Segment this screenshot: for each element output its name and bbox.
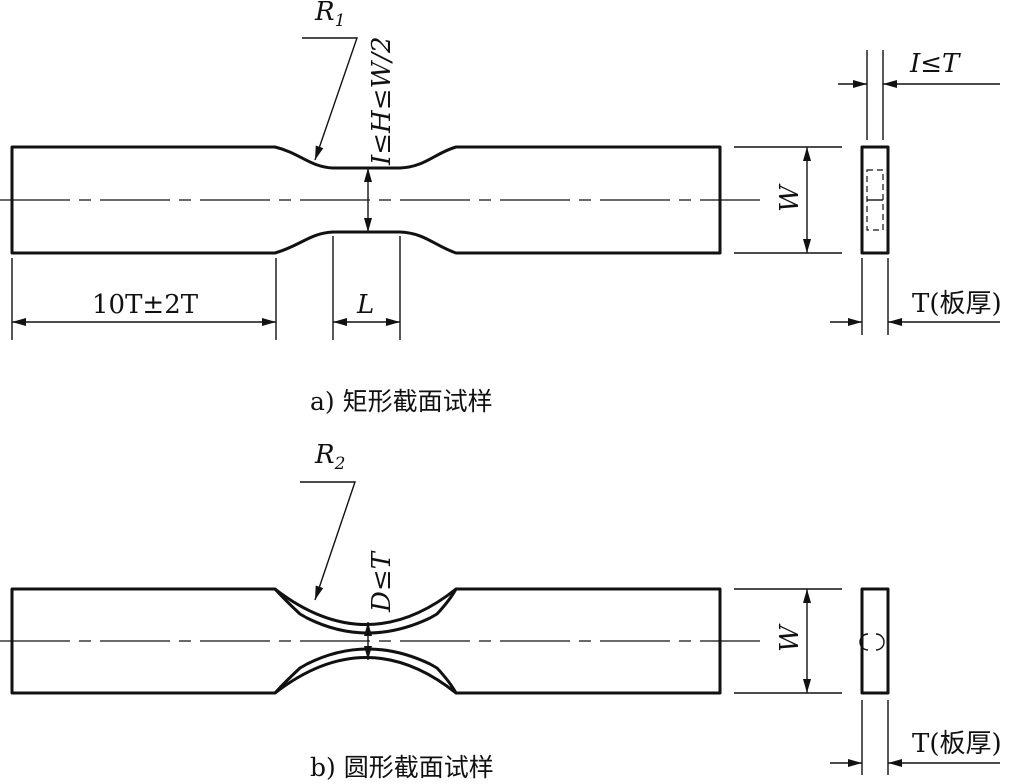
- radius-a-label: R1: [314, 0, 345, 31]
- side-view-b: [860, 587, 890, 695]
- side-view-b-circle-right: [875, 633, 885, 651]
- diameter-b-label: D≤T: [367, 550, 397, 613]
- notch-length-a-label: L: [356, 290, 374, 320]
- width-a-label: W: [775, 183, 805, 212]
- radius-b-leader: [300, 481, 356, 601]
- side-view-b-circle-left: [859, 633, 869, 651]
- length-a-label: 10T±2T: [92, 290, 199, 320]
- figure-a: R1 I≤H≤W/2 10T±2T L W I≤T: [0, 0, 1002, 416]
- edge-a-label: I≤T: [909, 49, 961, 79]
- caption-a: a) 矩形截面试样: [310, 387, 493, 416]
- thickness-b-label: T(板厚): [912, 729, 1002, 759]
- radius-b-label: R2: [314, 440, 345, 474]
- figure-b: R2 D≤T W T(板厚) b) 圆形截面试样: [0, 440, 1002, 782]
- width-b-label: W: [775, 623, 805, 652]
- radius-a-leader: [302, 37, 358, 161]
- caption-b: b) 圆形截面试样: [310, 753, 494, 782]
- thickness-a-label: T(板厚): [912, 289, 1002, 319]
- side-view-a: [860, 145, 890, 255]
- specimen-b-outline: [10, 587, 722, 695]
- height-a-label: I≤H≤W/2: [367, 36, 397, 166]
